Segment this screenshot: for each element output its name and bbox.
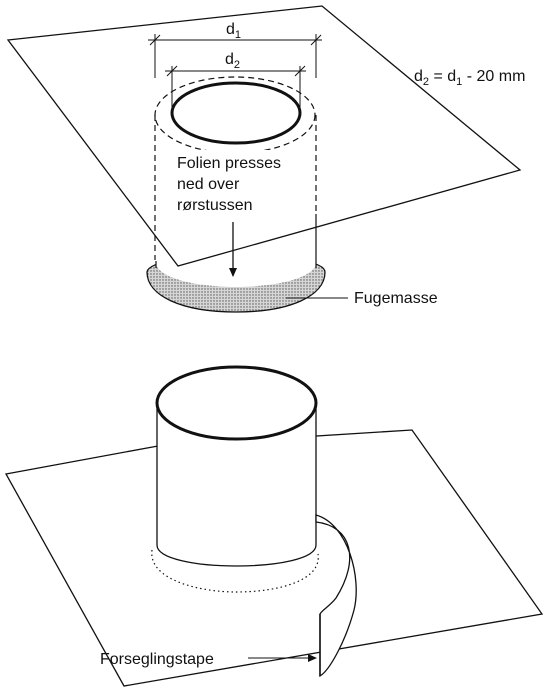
tape-label: Forseglingstape (100, 651, 214, 668)
d1-label: d1 (226, 21, 241, 41)
foil-hole (170, 81, 302, 145)
instruction-text: Folien presses ned over rørstussen (177, 155, 286, 214)
d1-tick-right (310, 34, 322, 46)
sealant-trace (151, 549, 319, 593)
pipe-top-opening (155, 365, 318, 441)
instruction-backdrop (170, 150, 308, 216)
bottom-figure: Forseglingstape (4, 365, 544, 687)
d1-tick-left (149, 34, 161, 46)
diameter-formula: d2 = d1 - 20 mm (414, 68, 525, 88)
top-figure: d1 d2 d2 = d1 - 20 mm Folien presses ned… (6, 5, 525, 313)
pipe-body (156, 402, 317, 567)
d2-tick-right (294, 65, 306, 77)
sealant-label: Fugemasse (354, 290, 438, 307)
d2-label: d2 (225, 51, 240, 71)
d2-tick-left (166, 65, 178, 77)
